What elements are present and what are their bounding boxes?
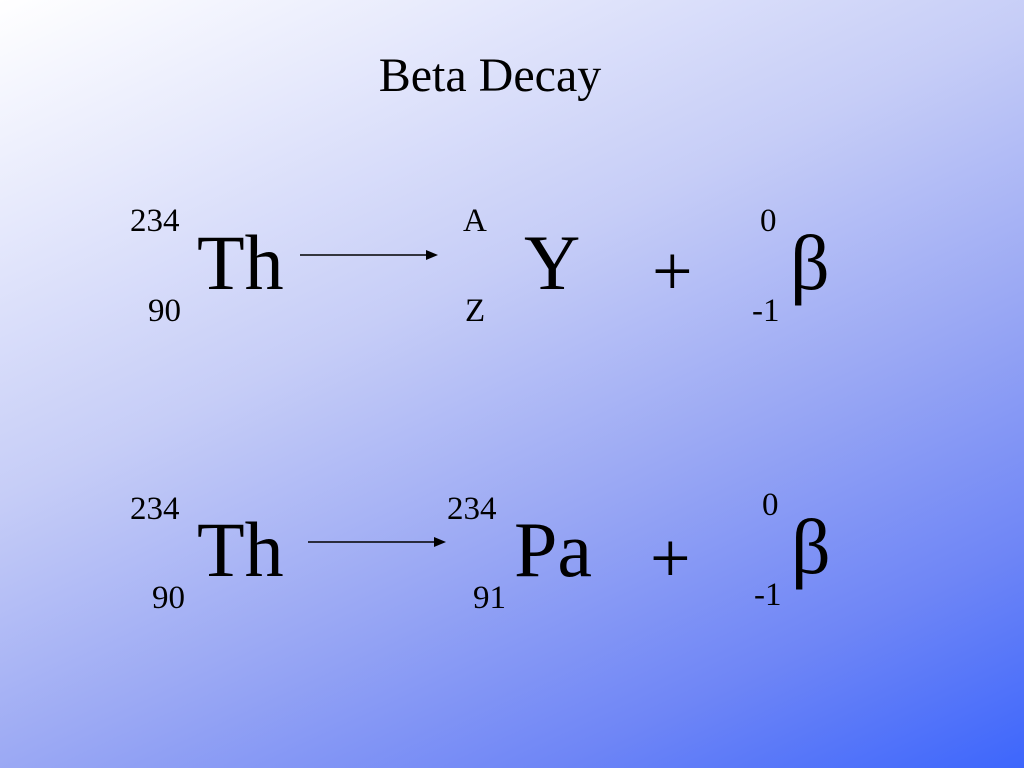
reactant-mass-number: 234 [130,203,180,239]
product-mass-number: 234 [447,491,497,527]
reactant-atomic-number: 90 [148,293,181,329]
beta-charge-number: -1 [752,293,780,329]
product-atomic-number: 91 [473,580,506,616]
reaction-arrow [300,250,438,260]
reactant-symbol: Th [197,506,284,593]
product-symbol: Y [524,219,581,306]
reactant-atomic-number: 90 [152,580,185,616]
beta-mass-number: 0 [760,203,777,239]
slide-title: Beta Decay [378,49,602,102]
plus-operator: + [652,231,693,311]
product-atomic-number: Z [465,293,486,329]
plus-operator: + [650,518,691,598]
beta-charge-number: -1 [754,577,782,613]
beta-mass-number: 0 [762,487,779,523]
beta-symbol: β [790,219,830,306]
reactant-mass-number: 234 [130,491,180,527]
reaction-arrow [308,537,446,547]
beta-symbol: β [791,503,831,590]
product-mass-number: A [463,203,487,239]
product-symbol: Pa [514,506,592,593]
reactant-symbol: Th [197,219,284,306]
